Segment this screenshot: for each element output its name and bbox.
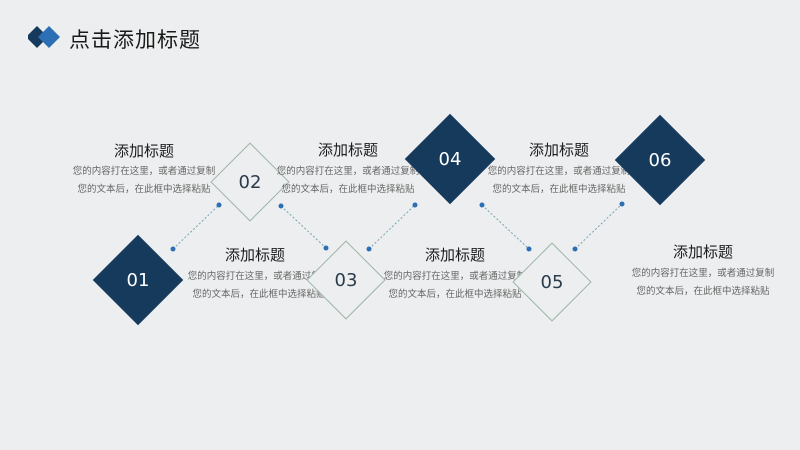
connector-dot [526,246,532,252]
connector-dot [216,202,222,208]
connector-dot [412,202,418,208]
step-06-number: 06 [648,150,672,171]
step-03-number: 03 [334,270,358,291]
connector-dot [366,246,372,252]
step-04-title: 添加标题 [424,246,485,264]
step-02-desc: 您的内容打在这里，或者通过复制您的文本后，在此框中选择粘贴 [72,166,216,195]
step-05-number: 05 [540,272,564,293]
step-02-number: 02 [238,172,262,193]
step-06-desc: 您的内容打在这里，或者通过复制您的文本后，在此框中选择粘贴 [631,268,775,297]
step-01-desc: 您的内容打在这里，或者通过复制您的文本后，在此框中选择粘贴 [187,271,331,300]
step-05-title: 添加标题 [528,141,589,159]
logo-icon [28,26,60,48]
step-06-title: 添加标题 [672,243,733,261]
step-02-title: 添加标题 [113,142,174,160]
step-03-title: 添加标题 [317,141,378,159]
connector-dot [619,201,625,207]
connector-dot [323,245,329,251]
page-title: 点击添加标题 [69,28,201,52]
connector-dot [278,203,284,209]
step-04-number: 04 [438,149,462,170]
step-01-title: 添加标题 [224,246,285,264]
step-05-desc: 您的内容打在这里，或者通过复制您的文本后，在此框中选择粘贴 [487,166,631,195]
step-04-desc: 您的内容打在这里，或者通过复制您的文本后，在此框中选择粘贴 [383,271,527,300]
connector-dot [572,246,578,252]
step-01-number: 01 [126,270,150,291]
connector-dot [479,202,485,208]
step-03-desc: 您的内容打在这里，或者通过复制您的文本后，在此框中选择粘贴 [276,166,420,195]
connector-dot [170,246,176,252]
